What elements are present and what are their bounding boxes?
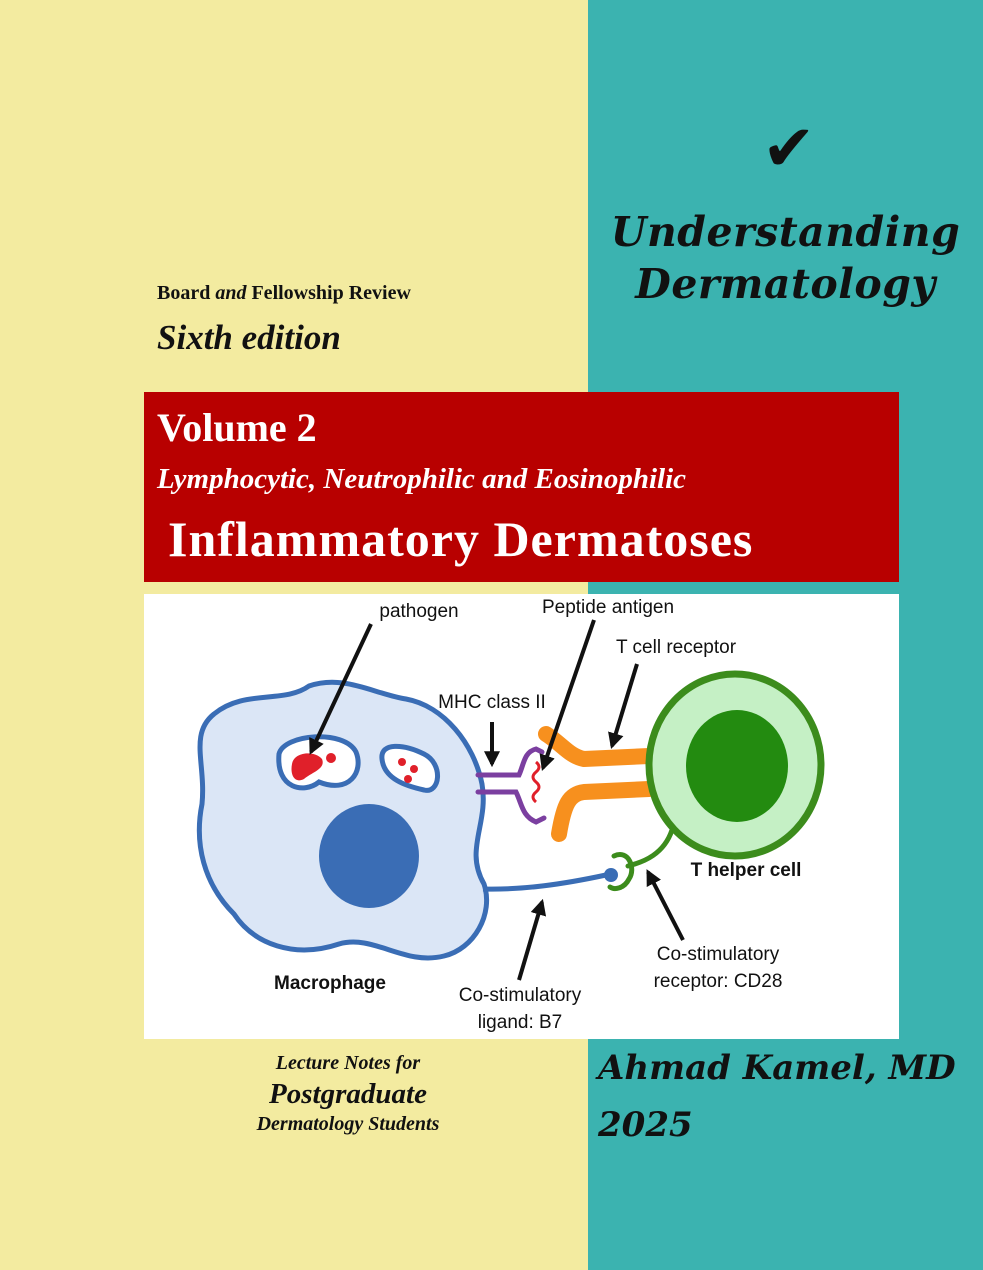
arrows — [309, 619, 685, 981]
diagram-graphic — [196, 619, 825, 981]
label-macrophage: Macrophage — [274, 973, 386, 994]
label-t-helper-cell: T helper cell — [690, 860, 802, 881]
edition: Sixth edition — [157, 318, 341, 357]
label-peptide-antigen: Peptide antigen — [541, 597, 675, 618]
series-title-line2: Dermatology — [635, 260, 936, 308]
label-pathogen: pathogen — [379, 601, 459, 622]
antigen-presentation-diagram: pathogen Peptide antigen T cell receptor… — [144, 594, 899, 1039]
receptor-line2: receptor: CD28 — [653, 971, 783, 992]
notes-line3: Dermatology Students — [256, 1113, 440, 1135]
t-cell-receptor — [538, 726, 657, 842]
notes-line1: Lecture Notes for — [275, 1052, 421, 1074]
review-suffix: Fellowship Review — [246, 282, 411, 304]
volume: Volume 2 — [157, 405, 317, 450]
t-cell-nucleus — [686, 710, 788, 822]
macrophage-nucleus — [319, 804, 419, 908]
label-cd28-receptor: Co-stimulatory receptor: CD28 — [654, 941, 783, 995]
review-line: Board and Fellowship Review — [157, 282, 411, 305]
title-banner: Volume 2 Lymphocytic, Neutrophilic and E… — [144, 392, 899, 582]
author: Ahmad Kamel, MD — [598, 1048, 956, 1088]
review-and: and — [215, 282, 247, 304]
vacuole — [379, 743, 440, 793]
cd28-receptor — [607, 827, 675, 891]
series-title-line1: Understanding — [610, 208, 961, 256]
receptor-line1: Co-stimulatory — [656, 944, 780, 965]
peptide-antigen — [531, 760, 541, 804]
pathogen-shape — [291, 753, 323, 781]
ligand-line2: ligand: B7 — [477, 1012, 563, 1033]
label-b7-ligand: Co-stimulatory ligand: B7 — [459, 982, 581, 1036]
notes-line2: Postgraduate — [269, 1078, 427, 1110]
label-t-cell-receptor: T cell receptor — [615, 637, 737, 658]
title: Inflammatory Dermatoses — [168, 511, 754, 567]
mhc-class-ii-molecule — [475, 746, 547, 825]
year: 2025 — [598, 1105, 693, 1145]
ligand-line1: Co-stimulatory — [458, 985, 582, 1006]
b7-ligand — [482, 872, 607, 892]
review-prefix: Board — [157, 282, 216, 304]
label-mhc: MHC class II — [438, 692, 546, 713]
subtitle: Lymphocytic, Neutrophilic and Eosinophil… — [157, 463, 686, 495]
checkmark-icon: ✔ — [762, 112, 816, 186]
